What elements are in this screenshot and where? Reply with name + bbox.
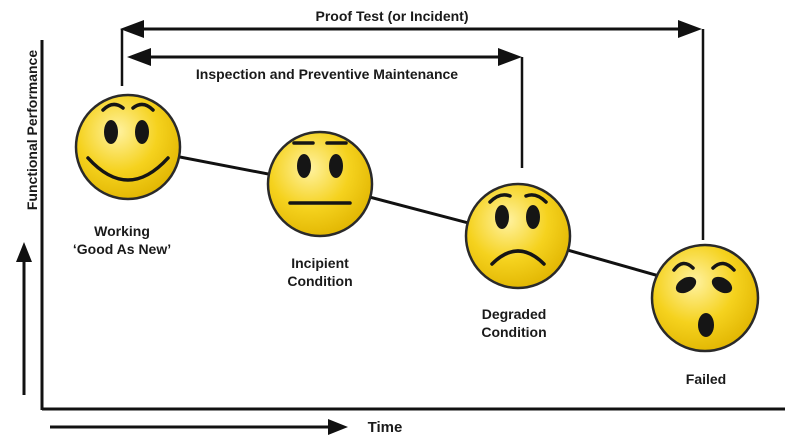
sad-face-icon bbox=[464, 182, 572, 290]
state-label-working-line2: ‘Good As New’ bbox=[73, 241, 171, 257]
y-axis-label: Functional Performance bbox=[24, 50, 40, 210]
inspection-arrow bbox=[127, 48, 522, 66]
x-axis-label: Time bbox=[368, 419, 403, 436]
happy-face-icon bbox=[74, 93, 182, 201]
state-label-incipient-line1: Incipient bbox=[291, 255, 349, 271]
x-axis-arrow bbox=[50, 419, 348, 435]
degradation-trend-line bbox=[127, 145, 706, 291]
shocked-face-icon bbox=[650, 243, 760, 353]
state-label-failed: Failed bbox=[686, 371, 726, 387]
inspection-label: Inspection and Preventive Maintenance bbox=[196, 66, 458, 82]
state-label-degraded-line1: Degraded bbox=[482, 306, 547, 322]
proof-test-arrow bbox=[120, 20, 702, 38]
state-label-incipient-line2: Condition bbox=[287, 273, 352, 289]
neutral-face-icon bbox=[266, 130, 374, 238]
y-axis-arrow bbox=[16, 242, 32, 395]
state-label-working-line1: Working bbox=[94, 223, 150, 239]
state-label-degraded-line2: Condition bbox=[481, 324, 546, 340]
proof-test-label: Proof Test (or Incident) bbox=[316, 8, 469, 24]
